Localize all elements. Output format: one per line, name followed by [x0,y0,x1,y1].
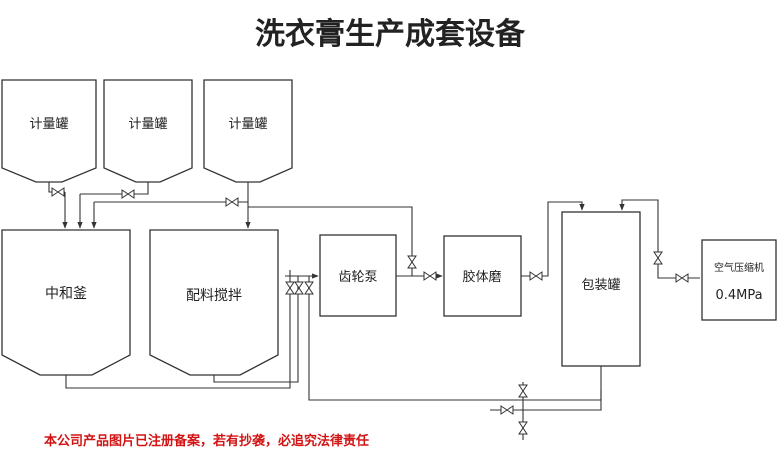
valve-drain-3 [518,421,528,435]
metering-tank-3: 计量罐 [203,79,293,183]
valve-pack-inlet [529,271,543,281]
compressor-label: 空气压缩机 [714,261,764,274]
valve-drain-2 [500,405,514,415]
colloid-mill-label: 胶体磨 [462,269,501,285]
metering-tank-2: 计量罐 [103,79,193,183]
valve-manifold-1 [285,281,295,295]
diagram-title: 洗衣膏生产成套设备 [255,17,526,52]
neutralizer-label: 中和釜 [45,286,87,302]
valve-manifold-2 [294,281,304,295]
gear-pump: 齿轮泵 [319,234,397,317]
metering-tank-1: 计量罐 [1,79,97,183]
metering-tank-1-label: 计量罐 [29,117,68,132]
compressor-pressure: 0.4MPa [715,288,762,303]
valve-mill-inlet [423,271,437,281]
colloid-mill: 胶体磨 [443,235,522,317]
valve-air-line [653,251,663,265]
mixer-label: 配料搅拌 [186,288,242,304]
valve-tank3-outlet [225,197,239,207]
valve-tank1-outlet [51,187,65,197]
valve-manifold-3 [304,281,314,295]
mixer-vessel: 配料搅拌 [149,229,279,376]
valve-bypass [407,255,417,269]
copyright-note: 本公司产品图片已注册备案，若有抄袭，必追究法律责任 [44,433,369,449]
air-compressor: 空气压缩机 0.4MPa [701,239,777,321]
valve-tank2-outlet [121,189,135,199]
valve-compressor [675,273,689,283]
metering-tank-2-label: 计量罐 [128,117,167,132]
valve-drain-1 [518,384,528,398]
gear-pump-label: 齿轮泵 [338,270,377,285]
neutralizer-vessel: 中和釜 [1,229,131,376]
metering-tank-3-label: 计量罐 [228,117,267,132]
packing-tank: 包装罐 [561,211,641,367]
packing-tank-label: 包装罐 [581,278,620,293]
